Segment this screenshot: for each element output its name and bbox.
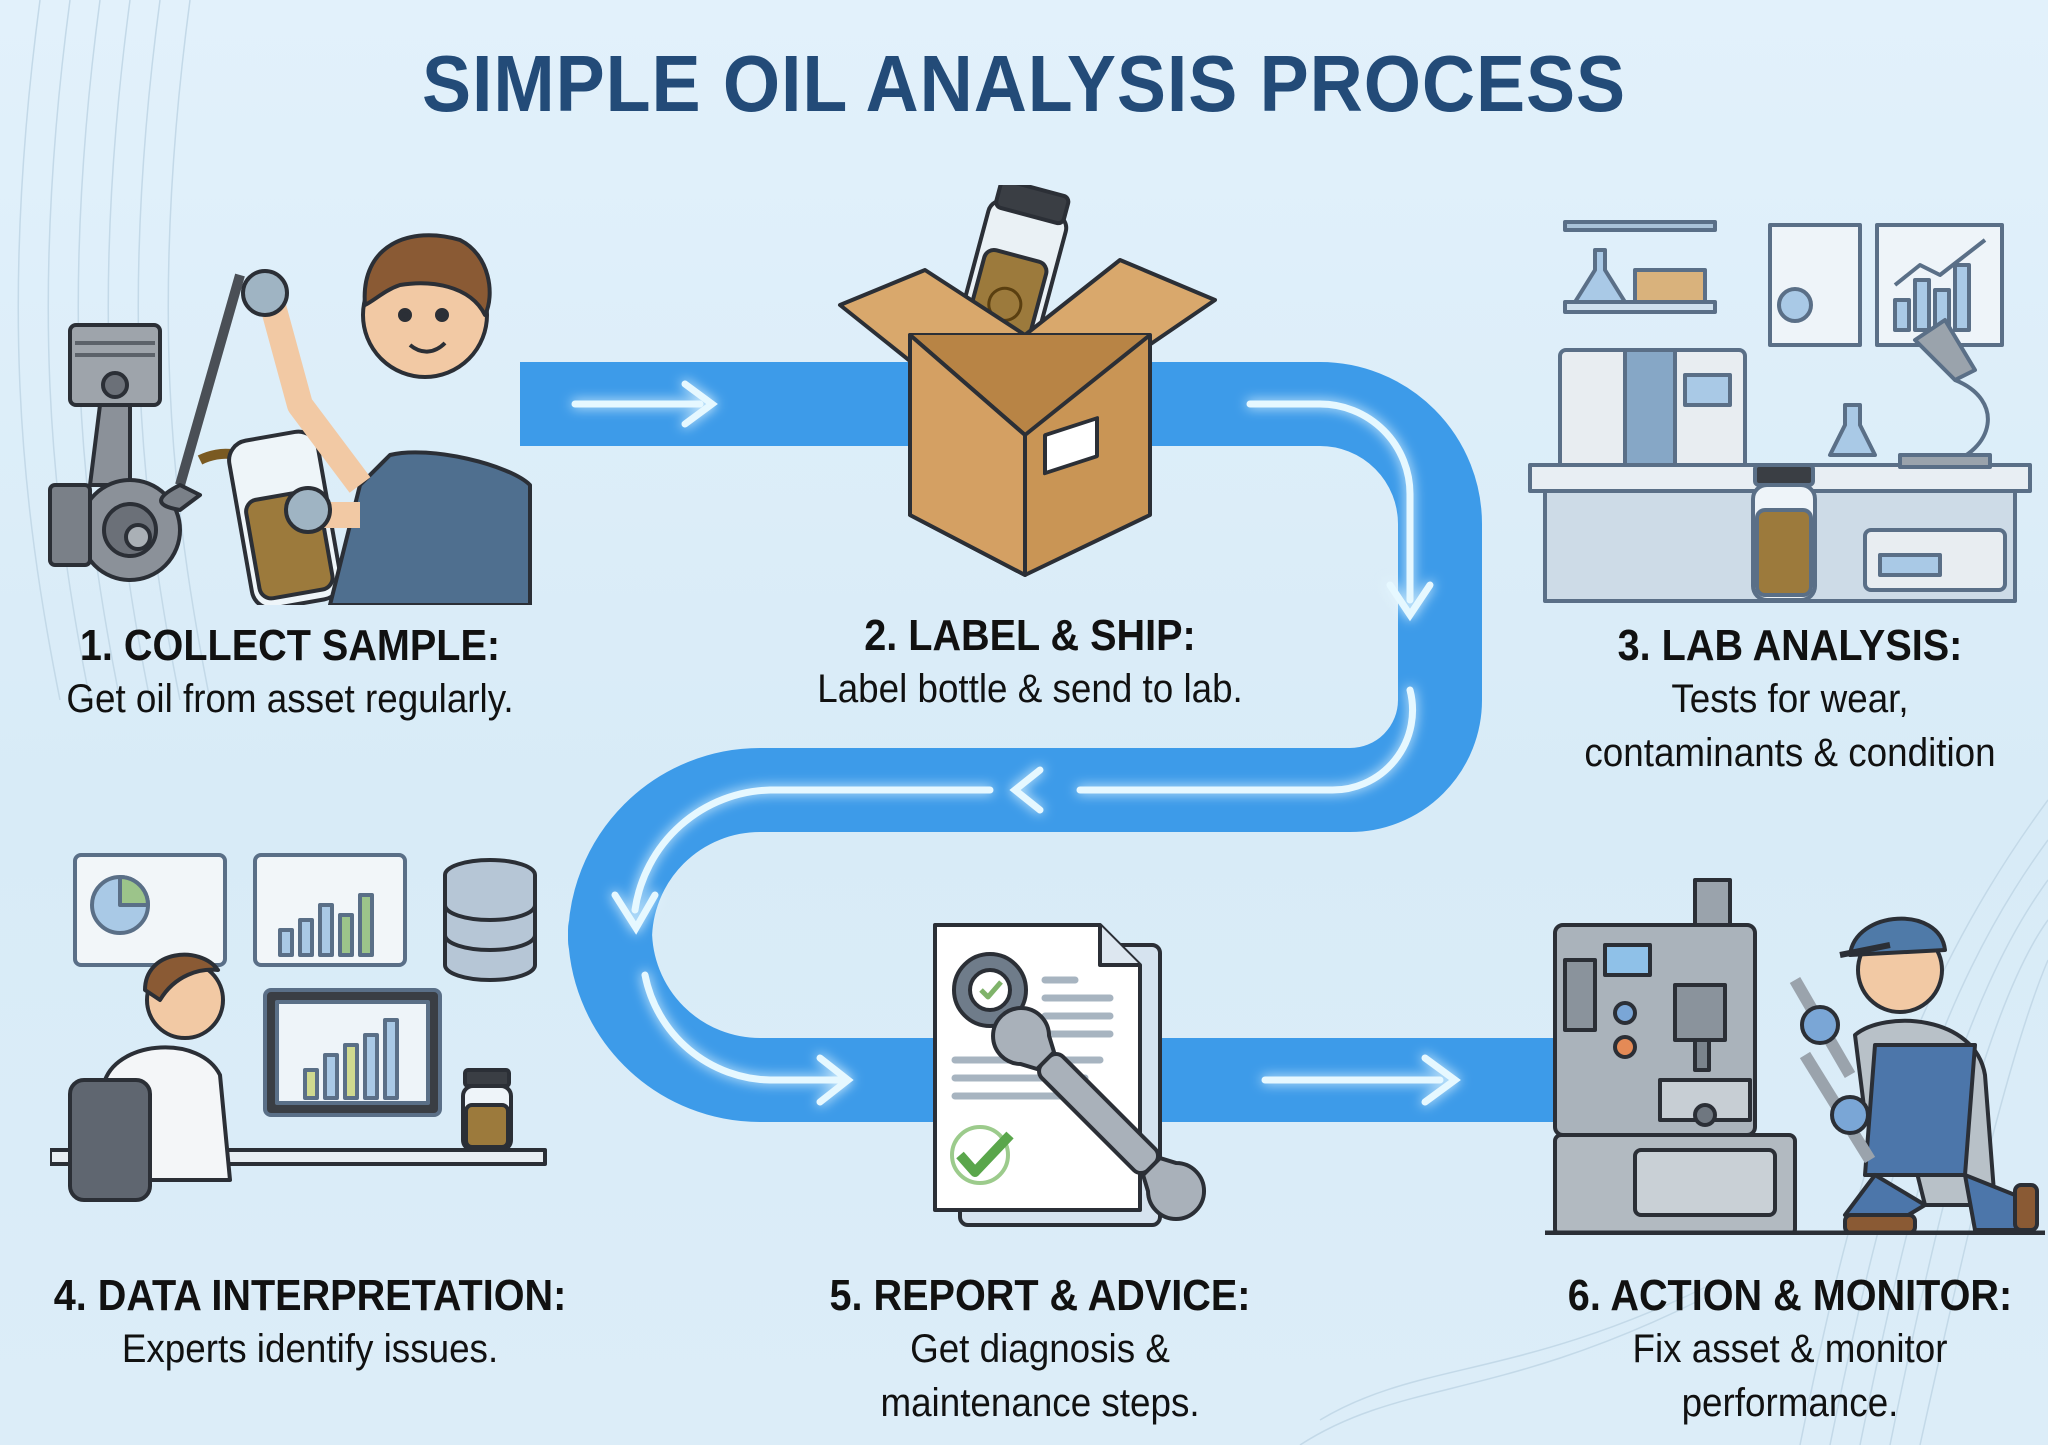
analyst-at-computer-illustration (50, 853, 547, 1202)
flow-arrow-down (1386, 581, 1434, 622)
flow-arrow-right-3 (1421, 1054, 1461, 1106)
mechanic-fixing-machine-illustration (1545, 878, 2045, 1235)
step-description: performance. (1681, 1381, 1899, 1425)
technician-body (328, 450, 532, 605)
oil-sample-bottle-icon (1751, 463, 1817, 602)
step-description: Fix asset & monitor (1632, 1327, 1948, 1371)
glove-icon (241, 269, 289, 317)
flask-icon (1573, 248, 1627, 304)
step-6-action-monitor: 6. ACTION & MONITOR: Fix asset & monitor… (1500, 1270, 2048, 1430)
flow-band (520, 362, 1560, 1122)
page-title: SIMPLE OIL ANALYSIS PROCESS (421, 39, 1627, 128)
gear-check-icon (952, 952, 1028, 1028)
step-heading: 5. REPORT & ADVICE: (829, 1271, 1251, 1320)
step-description: Experts identify issues. (121, 1327, 499, 1371)
step-3-lab-analysis: 3. LAB ANALYSIS: Tests for wear, contami… (1490, 620, 2048, 780)
step-description: Get diagnosis & (910, 1327, 1170, 1371)
oil-sample-bottle-icon (461, 1068, 513, 1152)
technician-collecting-oil-sample-illustration (48, 233, 532, 605)
flow-line-segment (631, 786, 994, 914)
mechanic-figure (1789, 916, 2039, 1235)
step-1-collect-sample: 1. COLLECT SAMPLE: Get oil from asset re… (0, 620, 580, 726)
flow-arrow-down-left (611, 891, 659, 935)
step-2-label-ship: 2. LABEL & SHIP: Label bottle & send to … (730, 610, 1330, 716)
checkmark-circle-icon (950, 1125, 1010, 1185)
microscope-icon (1913, 318, 1977, 382)
dipstick-icon (175, 273, 245, 487)
step-heading: 2. LABEL & SHIP: (864, 611, 1196, 660)
step-heading: 3. LAB ANALYSIS: (1617, 621, 1963, 670)
test-tube-rack-icon (1633, 268, 1707, 304)
flow-arrow-right-2 (816, 1054, 854, 1106)
flow-line-segment (1076, 686, 1417, 794)
step-4-data-interpretation: 4. DATA INTERPRETATION: Experts identify… (0, 1270, 620, 1376)
industrial-machine-icon (1553, 878, 1797, 1235)
office-chair-icon (68, 1078, 152, 1202)
flow-line-segment (641, 971, 844, 1084)
flow-arrow-left (1009, 766, 1044, 814)
flow-arrow-right-1 (681, 380, 718, 428)
step-description: Get oil from asset regularly. (66, 677, 514, 721)
step-description: Label bottle & send to lab. (817, 667, 1243, 711)
step-5-report-advice: 5. REPORT & ADVICE: Get diagnosis & main… (760, 1270, 1320, 1430)
barcode-label-icon (1043, 416, 1099, 476)
glove-icon (1800, 1005, 1840, 1045)
report-with-wrench-illustration (933, 923, 1207, 1227)
step-description: Tests for wear, (1671, 677, 1909, 721)
step-heading: 1. COLLECT SAMPLE: (79, 621, 501, 670)
glove-icon (1830, 1095, 1870, 1135)
report-document-icon (1768, 223, 1862, 347)
database-icon (443, 858, 537, 982)
step-description: contaminants & condition (1584, 731, 1996, 775)
step-heading: 6. ACTION & MONITOR: (1567, 1271, 2013, 1320)
wrench-icon (991, 1006, 1207, 1222)
step-heading: 4. DATA INTERPRETATION: (53, 1271, 567, 1320)
laboratory-illustration (1528, 220, 2032, 603)
flow-line-segment (1246, 400, 1414, 604)
shipping-box-illustration (838, 185, 1217, 577)
step-description: maintenance steps. (880, 1381, 1200, 1425)
